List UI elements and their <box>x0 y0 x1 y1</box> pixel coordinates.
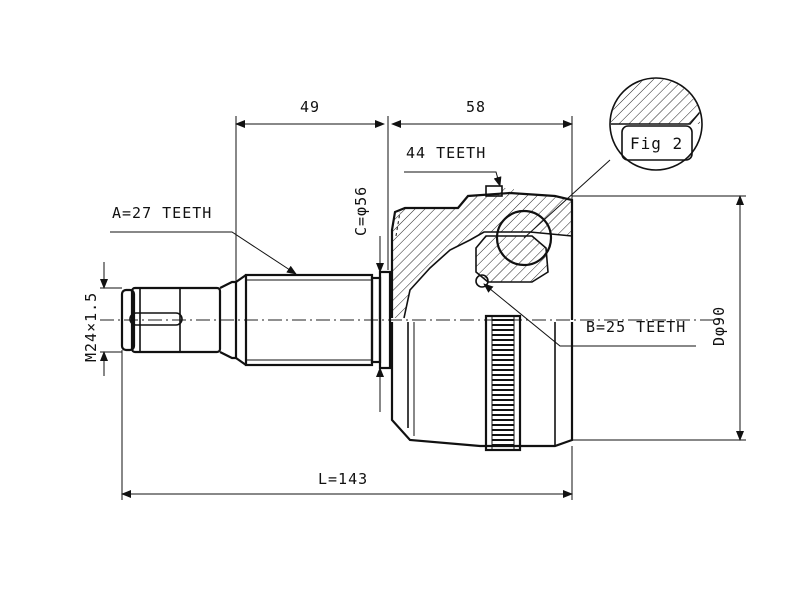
dim-spline-b: B=25 TEETH <box>483 283 696 347</box>
inner-race <box>475 209 553 288</box>
threaded-stub <box>120 286 222 354</box>
abs-ring <box>484 314 522 452</box>
outer-dia-label: Dφ90 <box>710 306 728 346</box>
dim-seal-dia: C=φ56 <box>352 186 384 412</box>
dim-outer-dia: Dφ90 <box>572 195 746 441</box>
dim-top: 49 58 <box>235 98 573 282</box>
spline-a-label: A=27 TEETH <box>112 204 212 222</box>
seal-dia-label: C=φ56 <box>352 186 370 236</box>
bell-housing <box>390 191 574 448</box>
fig2-label: Fig 2 <box>630 134 683 153</box>
dim-spline-a: A=27 TEETH <box>110 204 297 275</box>
spline-b-label: B=25 TEETH <box>586 318 686 336</box>
thread-label: M24×1.5 <box>82 292 100 362</box>
splined-shaft <box>219 270 392 370</box>
total-length-label: L=143 <box>318 470 368 488</box>
dim-58: 58 <box>466 98 486 116</box>
outer-teeth-label: 44 TEETH <box>406 144 486 162</box>
dim-thread: M24×1.5 <box>82 262 122 376</box>
dim-49: 49 <box>300 98 320 116</box>
dim-total-length: L=143 <box>121 350 573 500</box>
dim-outer-teeth: 44 TEETH <box>404 144 502 187</box>
ball <box>495 209 553 267</box>
